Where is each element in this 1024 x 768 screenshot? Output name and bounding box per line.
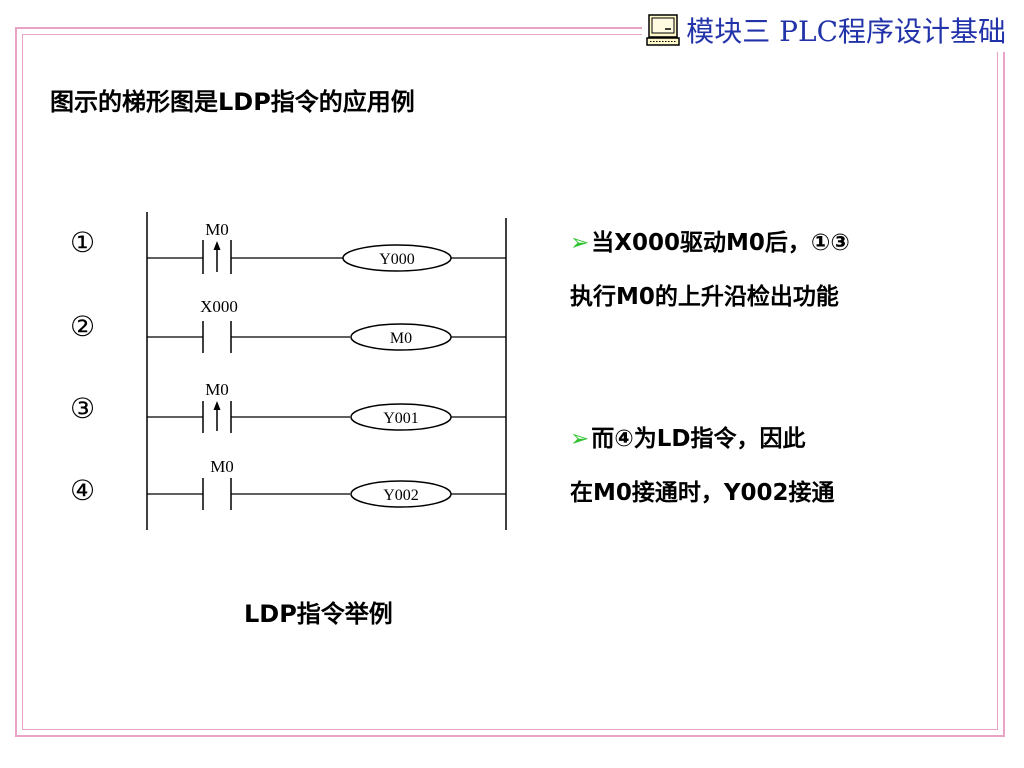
coil-label: Y001 bbox=[383, 410, 419, 427]
rung-number-4: ④ bbox=[70, 474, 96, 507]
rung-1: M0 Y000 bbox=[147, 220, 506, 274]
note-2: ➢而④为LD指令，因此 在M0接通时，Y002接通 bbox=[570, 412, 835, 520]
rung-3: M0 Y001 bbox=[147, 380, 506, 433]
rising-edge-arrow-icon bbox=[213, 401, 221, 431]
coil-label: Y002 bbox=[383, 487, 419, 504]
slide-frame-inner bbox=[22, 34, 998, 730]
diagram-caption: LDP指令举例 bbox=[244, 600, 393, 628]
contact-label: M0 bbox=[205, 380, 229, 399]
computer-monitor-icon bbox=[646, 14, 680, 46]
rung-2: X000 M0 bbox=[147, 297, 506, 353]
rung-4: M0 Y002 bbox=[147, 457, 506, 510]
rung-number-3: ③ bbox=[70, 392, 96, 425]
arrow-bullet-icon: ➢ bbox=[570, 230, 590, 256]
coil-label: M0 bbox=[390, 330, 412, 347]
arrow-bullet-icon: ➢ bbox=[570, 426, 590, 452]
coil-label: Y000 bbox=[379, 251, 415, 268]
note-1: ➢当X000驱动M0后，①③ 执行M0的上升沿检出功能 bbox=[570, 216, 850, 324]
contact-label: M0 bbox=[205, 220, 229, 239]
rising-edge-arrow-icon bbox=[213, 241, 221, 272]
module-title: 模块三 PLC程序设计基础 bbox=[686, 15, 1006, 48]
note-1-line-2: 执行M0的上升沿检出功能 bbox=[570, 284, 839, 310]
contact-label: X000 bbox=[200, 297, 238, 316]
note-2-line-1: 而④为LD指令，因此 bbox=[591, 426, 806, 452]
note-1-line-1: 当X000驱动M0后，①③ bbox=[591, 230, 850, 256]
rung-number-2: ② bbox=[70, 310, 96, 343]
slide-frame-outer bbox=[15, 27, 1005, 737]
slide-header: 模块三 PLC程序设计基础 bbox=[642, 8, 1006, 52]
slide-heading: 图示的梯形图是LDP指令的应用例 bbox=[50, 88, 415, 116]
contact-label: M0 bbox=[210, 457, 234, 476]
rung-number-1: ① bbox=[70, 226, 96, 259]
note-2-line-2: 在M0接通时，Y002接通 bbox=[570, 480, 835, 506]
